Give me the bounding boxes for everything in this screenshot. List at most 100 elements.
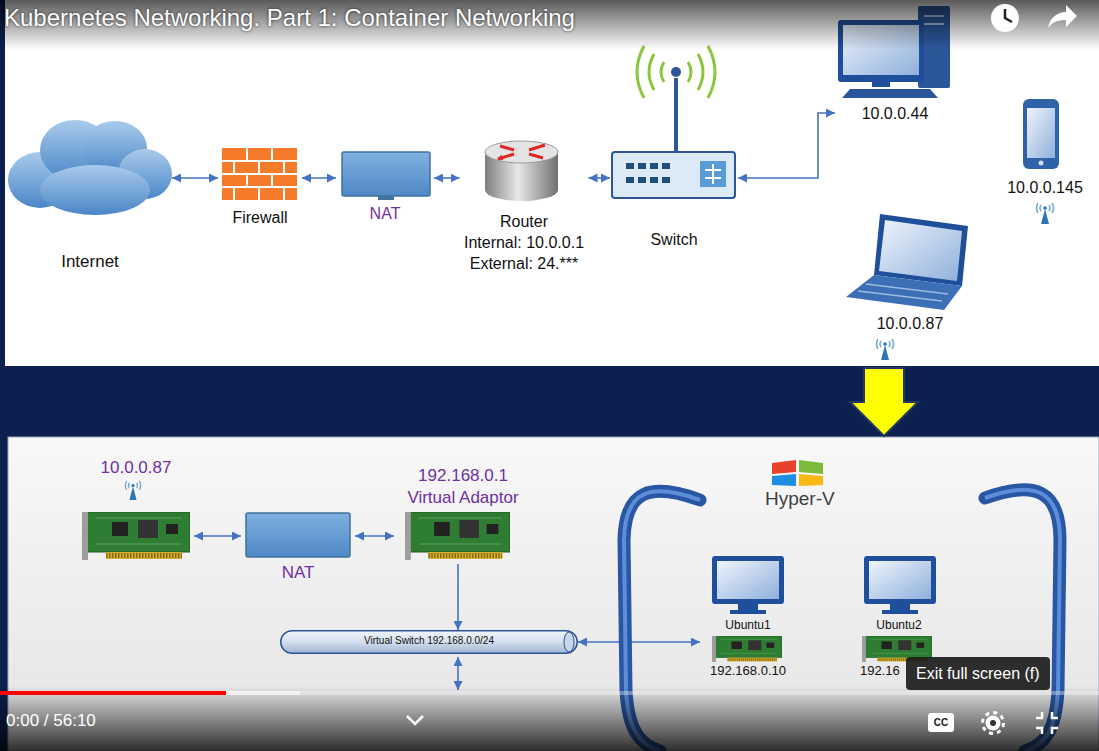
laptop-node: 10.0.0.87 (843, 208, 977, 336)
wifi-icon (125, 481, 140, 500)
link-arrow (434, 177, 460, 179)
chevron-icon (407, 716, 423, 724)
link-arrow (738, 113, 835, 178)
uplink-line (457, 657, 459, 690)
phone-button (1039, 161, 1044, 166)
pipe-end (564, 632, 574, 652)
router-top (485, 141, 558, 163)
node-label: Virtual Switch 192.168.0.0/24 (364, 635, 494, 647)
node-label: 192.16 (860, 663, 900, 679)
laptop-screen (879, 220, 962, 281)
windows-flag (772, 460, 823, 486)
node-label: 10.0.0.145 (1007, 178, 1083, 197)
connectors (172, 113, 835, 642)
virtual-adaptor: 192.168.0.1Virtual Adaptor (394, 464, 532, 564)
node-label: Ubuntu1 (725, 618, 770, 632)
gear-teeth (983, 713, 1004, 734)
cc-button (928, 713, 954, 732)
firewall-icon (222, 148, 297, 200)
zoom-arrow (850, 368, 918, 436)
tooltip-box: Exit full screen (f) (906, 657, 1050, 690)
flag-green (799, 460, 823, 474)
cc-button-text: CC (928, 713, 954, 732)
vm-monitor (712, 556, 784, 614)
video-title: Kubernetes Networking. Part 1: Container… (4, 4, 575, 32)
switch-icon (612, 46, 735, 198)
share-icon (1048, 5, 1077, 28)
tooltip: Exit full screen (f) (916, 664, 1040, 683)
node-label: Firewall (232, 208, 287, 227)
link-arrow (589, 177, 611, 179)
node-label: 10.0.0.44 (862, 104, 929, 123)
internet-cloud: Internet (8, 118, 172, 278)
wifi-icon (1037, 203, 1054, 224)
node-label: Virtual Adaptor (407, 488, 518, 508)
time-display: 0:00 / 56:10 (6, 711, 96, 731)
switch-badge-arrows (705, 164, 721, 184)
pipe-body (281, 631, 578, 654)
node-label: Hyper-V (765, 488, 835, 511)
nat-box: NAT (336, 148, 434, 228)
node-label: Internet (61, 252, 119, 272)
radio-waves (637, 46, 715, 98)
switch-body (612, 152, 735, 198)
nic-card-icon (405, 512, 510, 560)
top-panel (5, 0, 1099, 366)
vm-node: Ubuntu1 192.168.0.10 (700, 548, 796, 682)
phone-screen (1027, 108, 1055, 158)
link-arrow (355, 535, 394, 537)
node-label: NAT (282, 563, 315, 583)
node-label: 10.0.0.87 (101, 458, 172, 478)
gear-icon (986, 716, 1001, 731)
monitor-stand (872, 82, 890, 87)
switch-node: Switch (610, 44, 738, 254)
antenna-mast (674, 78, 678, 152)
node-label: Router (500, 212, 548, 231)
top-shade (0, 0, 1099, 50)
video-title-box: Kubernetes Networking. Part 1: Container… (4, 4, 575, 32)
node-label: External: 24.*** (470, 254, 579, 273)
nat-stand (378, 196, 394, 200)
node-label: Ubuntu2 (876, 618, 921, 632)
switch-badge (700, 161, 726, 187)
nic-card: 10.0.0.87 (78, 456, 194, 564)
link-arrow (457, 564, 459, 630)
node-label: NAT (370, 204, 401, 223)
vm-nic (712, 636, 782, 662)
laptop-icon (846, 214, 968, 360)
laptop-lid (874, 214, 968, 286)
router-icon (485, 141, 558, 201)
progress-track (0, 691, 1099, 695)
cc-button-text-box: CC (928, 713, 954, 732)
cloud-icon (8, 120, 172, 215)
node-label: 10.0.0.87 (877, 314, 944, 333)
node-label: 192.168.0.10 (710, 663, 786, 679)
nat-icon (246, 513, 350, 557)
nat-device (246, 513, 350, 557)
phone-icon (1023, 99, 1059, 224)
link-arrow (302, 177, 336, 179)
time-display-box: 0:00 / 56:10 (6, 711, 96, 731)
flag-red (772, 460, 796, 474)
antenna-tip (671, 67, 681, 77)
phone-node: 10.0.0.145 (1003, 94, 1087, 202)
node-label: 192.168.0.1 (418, 466, 508, 486)
phone-body (1023, 99, 1059, 169)
bottom-shade (0, 686, 1099, 751)
node-label: Switch (650, 230, 697, 249)
nat-device (342, 152, 430, 196)
laptop-base (846, 275, 962, 310)
link-arrow (194, 535, 241, 537)
brick-wall (222, 148, 297, 200)
nat-icon (342, 152, 430, 200)
nic-card-icon (82, 512, 190, 560)
wifi-icon (877, 339, 894, 360)
switch-ports (626, 163, 670, 183)
firewall-node: Firewall (218, 144, 302, 232)
cloud-lobe (40, 165, 150, 215)
flag-blue (772, 474, 796, 486)
nat-box: NAT (241, 508, 355, 588)
link-arrow (578, 641, 700, 643)
progress-played (0, 691, 226, 695)
